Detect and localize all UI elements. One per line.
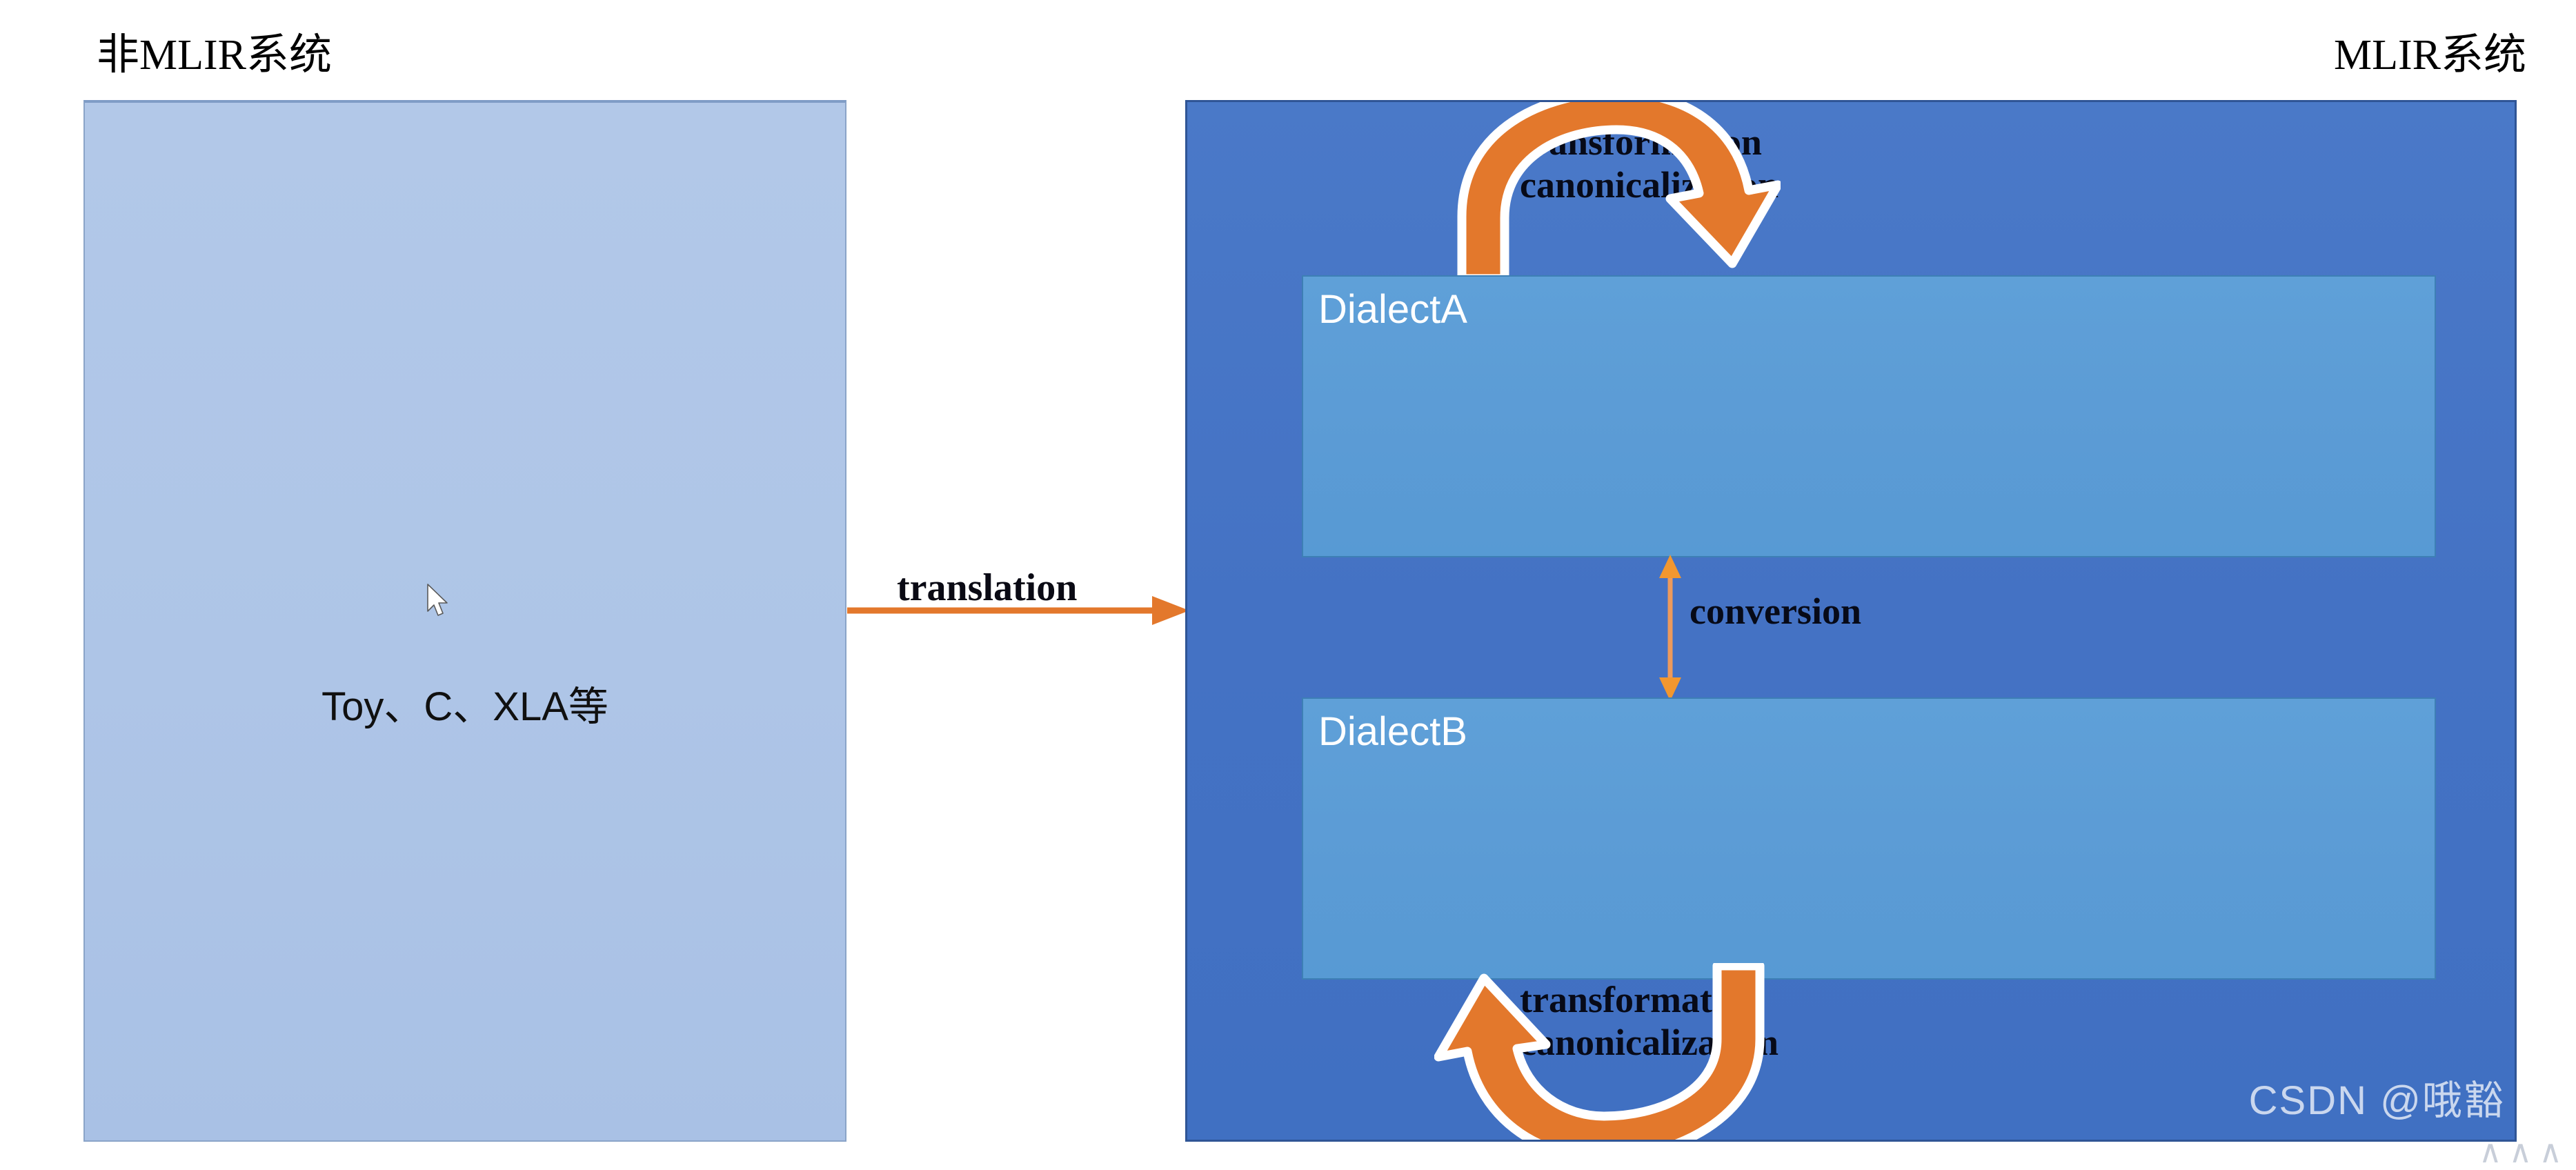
dialect-b-label: DialectB (1318, 709, 1467, 754)
non-mlir-system-box: Toy、C、XLA等 (83, 100, 846, 1142)
transformation-arrow-bottom-icon (1434, 963, 1765, 1140)
page-title-left: 非MLIR系统 (97, 32, 333, 79)
non-mlir-system-label: Toy、C、XLA等 (321, 684, 608, 729)
dialect-a-box: DialectA (1302, 275, 2436, 557)
csdn-watermark: CSDN @哦豁 (2248, 1078, 2505, 1123)
conversion-arrow-icon (1659, 555, 1681, 701)
dialect-a-label: DialectA (1318, 287, 1467, 332)
csdn-watermark-tail: ∧∧∧ (2478, 1133, 2569, 1169)
conversion-label: conversion (1690, 591, 1861, 632)
transformation-arrow-top-icon (1457, 102, 1781, 284)
dialect-b-box: DialectB (1302, 697, 2436, 980)
translation-arrow-icon (847, 596, 1189, 625)
translation-label: translation (897, 566, 1078, 609)
mlir-system-panel: transformation canonicalization DialectA… (1185, 100, 2517, 1142)
page-title-right: MLIR系统 (2333, 32, 2526, 79)
